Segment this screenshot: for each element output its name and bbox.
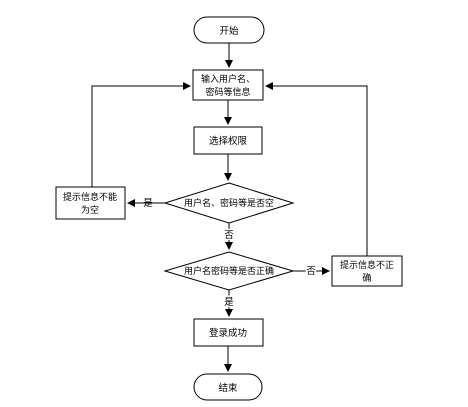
- prompt-empty-box: [55, 186, 126, 220]
- check-correct-label: 用户名密码等是否正确: [184, 265, 274, 277]
- edge-correct-no-label: 否: [306, 266, 316, 277]
- input-credentials-label-2: 密码等信息: [205, 86, 250, 98]
- edge-prompt-empty-back: [91, 82, 191, 187]
- select-permission-label: 选择权限: [209, 135, 248, 147]
- edge-correct-yes-label: 是: [224, 297, 234, 308]
- prompt-empty-label-2: 为空: [81, 204, 99, 216]
- prompt-wrong-label-2: 确: [362, 272, 371, 284]
- prompt-wrong-label-1: 提示信息不正: [340, 259, 394, 271]
- input-credentials-label-1: 输入用户名、: [201, 73, 255, 85]
- start-label: 开始: [219, 25, 239, 37]
- check-empty-label: 用户名、密码等是否空: [184, 197, 274, 209]
- edge-empty-no-label: 否: [224, 230, 234, 241]
- edge-empty-yes-label: 是: [143, 198, 153, 209]
- login-success-label: 登录成功: [209, 327, 247, 339]
- login-success-box: [193, 318, 264, 347]
- end-terminator: [193, 373, 263, 401]
- prompt-empty-label-1: 提示信息不能: [63, 191, 117, 203]
- end-label: 结束: [218, 382, 238, 394]
- input-credentials-box: [192, 69, 264, 101]
- edge-prompt-wrong-back: [265, 82, 368, 256]
- prompt-wrong-box: [331, 255, 403, 287]
